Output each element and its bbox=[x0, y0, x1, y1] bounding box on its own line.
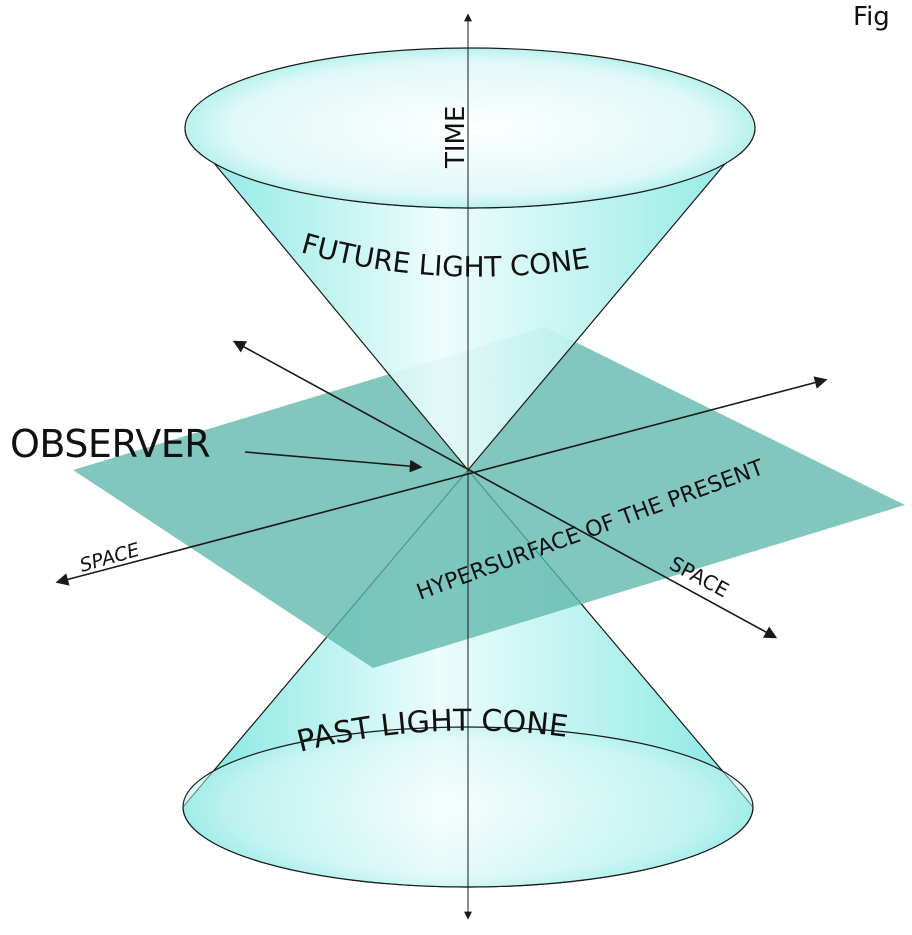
time-axis-label: TIME bbox=[441, 106, 471, 169]
observer-label: OBSERVER bbox=[10, 422, 211, 466]
observer-pointer-arrow bbox=[244, 451, 423, 473]
figure-corner-label: Fig bbox=[853, 2, 890, 32]
space-axis-2 bbox=[232, 340, 778, 639]
space-left-label: SPACE bbox=[77, 539, 142, 577]
